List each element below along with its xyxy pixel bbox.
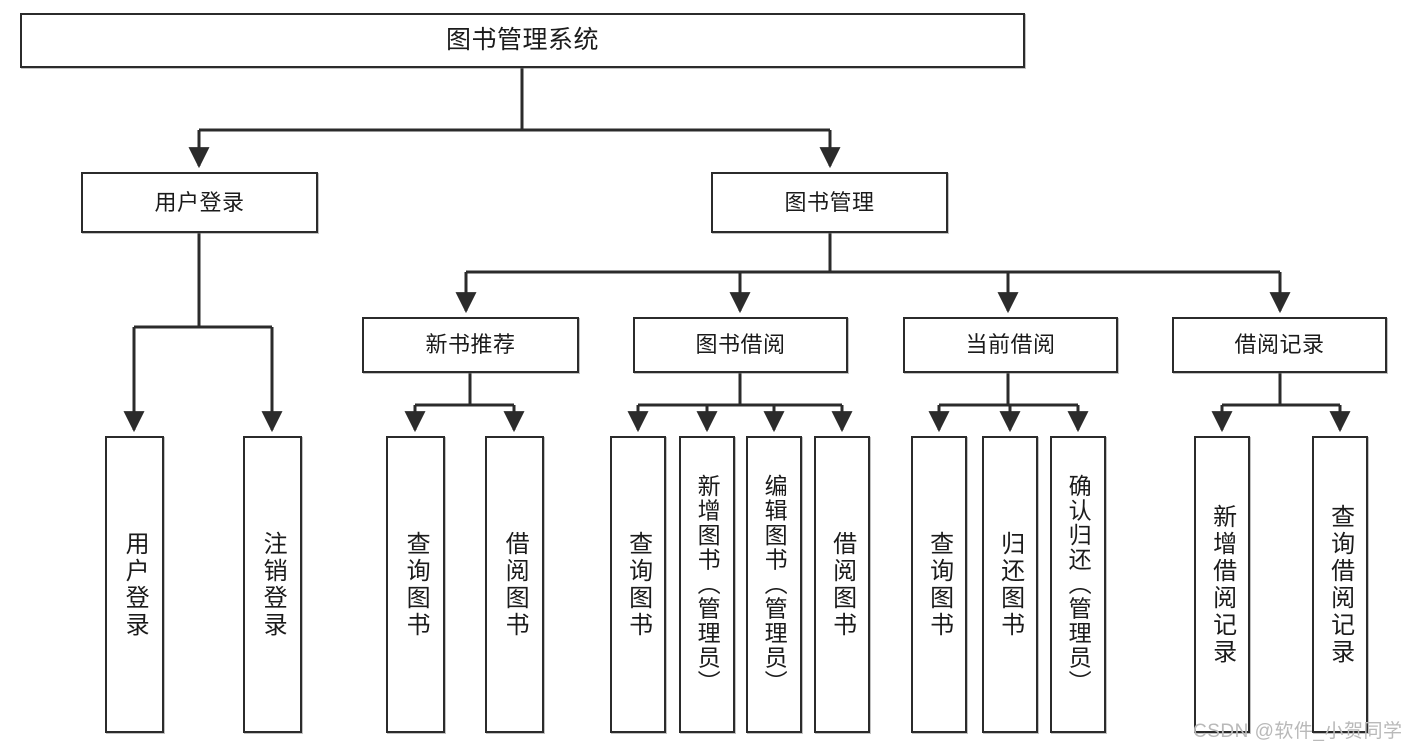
node-leaf-query-book-1[interactable]: 查询图书 xyxy=(386,436,445,733)
node-leaf-user-login-label: 用户登录 xyxy=(121,530,149,639)
node-leaf-user-login[interactable]: 用户登录 xyxy=(105,436,164,733)
node-leaf-add-record-label: 新增借阅记录 xyxy=(1208,503,1236,666)
node-user-login[interactable]: 用户登录 xyxy=(81,172,318,233)
node-book-manage-label: 图书管理 xyxy=(784,189,875,215)
node-root[interactable]: 图书管理系统 xyxy=(20,13,1025,68)
node-leaf-query-book-2-label: 查询图书 xyxy=(624,530,652,639)
node-leaf-add-book-label: 新增图书（管理员） xyxy=(694,474,721,695)
node-user-login-label: 用户登录 xyxy=(154,189,245,215)
node-leaf-add-record[interactable]: 新增借阅记录 xyxy=(1194,436,1250,733)
watermark: CSDN @软件_小贺同学 xyxy=(1193,721,1403,742)
node-leaf-user-logout[interactable]: 注销登录 xyxy=(243,436,302,733)
node-current-borrow[interactable]: 当前借阅 xyxy=(903,317,1118,373)
node-leaf-query-book-1-label: 查询图书 xyxy=(402,530,430,639)
node-leaf-return-book-label: 归还图书 xyxy=(996,530,1024,639)
node-root-label: 图书管理系统 xyxy=(445,25,599,54)
node-leaf-borrow-book-2[interactable]: 借阅图书 xyxy=(814,436,870,733)
node-current-borrow-label: 当前借阅 xyxy=(965,332,1056,358)
node-leaf-confirm-return-label: 确认归还（管理员） xyxy=(1065,474,1092,695)
node-borrow-record[interactable]: 借阅记录 xyxy=(1172,317,1387,373)
node-leaf-borrow-book-1-label: 借阅图书 xyxy=(501,530,529,639)
node-leaf-edit-book-label: 编辑图书（管理员） xyxy=(761,474,788,695)
node-new-book-recommend-label: 新书推荐 xyxy=(425,332,516,358)
node-new-book-recommend[interactable]: 新书推荐 xyxy=(362,317,579,373)
node-leaf-query-book-2[interactable]: 查询图书 xyxy=(610,436,666,733)
node-leaf-edit-book[interactable]: 编辑图书（管理员） xyxy=(746,436,802,733)
node-leaf-confirm-return[interactable]: 确认归还（管理员） xyxy=(1050,436,1106,733)
node-leaf-query-record-label: 查询借阅记录 xyxy=(1326,503,1354,666)
node-book-borrow[interactable]: 图书借阅 xyxy=(633,317,848,373)
node-leaf-query-book-3-label: 查询图书 xyxy=(925,530,953,639)
node-leaf-query-record[interactable]: 查询借阅记录 xyxy=(1312,436,1368,733)
node-leaf-borrow-book-1[interactable]: 借阅图书 xyxy=(485,436,544,733)
node-leaf-query-book-3[interactable]: 查询图书 xyxy=(911,436,967,733)
node-leaf-user-logout-label: 注销登录 xyxy=(259,530,287,639)
node-book-borrow-label: 图书借阅 xyxy=(695,332,786,358)
node-leaf-borrow-book-2-label: 借阅图书 xyxy=(828,530,856,639)
node-borrow-record-label: 借阅记录 xyxy=(1234,332,1325,358)
node-leaf-add-book[interactable]: 新增图书（管理员） xyxy=(679,436,735,733)
node-book-manage[interactable]: 图书管理 xyxy=(711,172,948,233)
node-leaf-return-book[interactable]: 归还图书 xyxy=(982,436,1038,733)
